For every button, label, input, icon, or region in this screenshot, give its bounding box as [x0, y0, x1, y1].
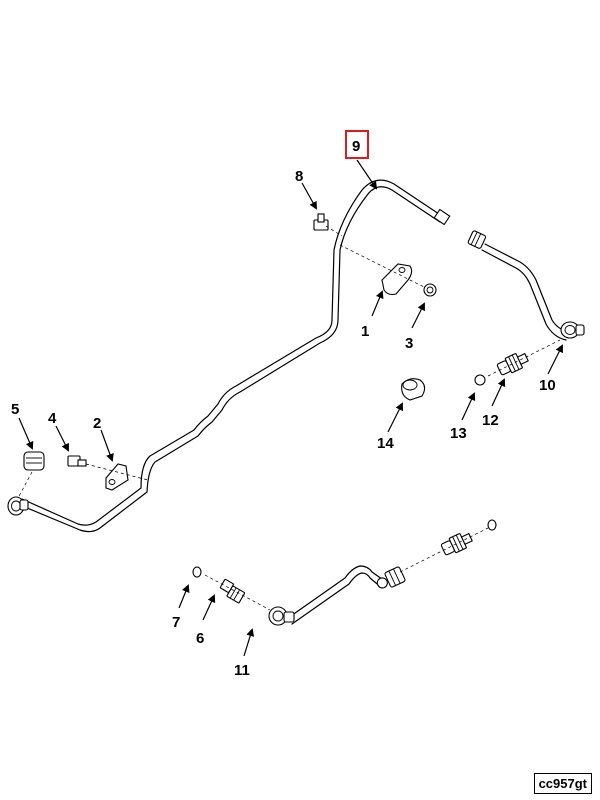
callout-3: 3 — [405, 335, 413, 352]
bolt-8 — [313, 213, 343, 237]
callout-10: 10 — [539, 377, 556, 394]
reference-code: cc957gt — [533, 773, 592, 794]
bolt-4 — [67, 455, 87, 467]
callout-12: 12 — [482, 412, 499, 429]
callout-4: 4 — [48, 410, 57, 427]
connector-6 — [219, 578, 246, 604]
callout-2: 2 — [93, 415, 101, 432]
leader-lines — [18, 159, 563, 657]
clamp-bracket-1 — [339, 244, 431, 296]
cap-14 — [401, 378, 426, 401]
clamp-bracket-2 — [105, 463, 129, 491]
upper-right-tube — [467, 230, 585, 341]
callout-5: 5 — [11, 401, 19, 418]
callout-7: 7 — [172, 614, 180, 631]
callout-11: 11 — [234, 662, 250, 679]
main-tube-elbow — [7, 496, 29, 516]
callout-8: 8 — [295, 168, 303, 185]
fitting-5 — [23, 451, 45, 471]
callout-13: 13 — [450, 425, 467, 442]
main-tube — [19, 179, 451, 533]
callout-9: 9 — [352, 138, 360, 155]
o-ring-13 — [474, 374, 486, 386]
connector-12 — [496, 352, 529, 376]
nut-3 — [423, 283, 437, 297]
callout-14: 14 — [377, 435, 394, 452]
callout-1: 1 — [361, 323, 369, 340]
lower-tube — [268, 565, 406, 626]
o-ring-lower-right — [487, 519, 497, 531]
highlight-box-9 — [345, 130, 369, 159]
connector-lower-right — [440, 532, 473, 556]
callout-6: 6 — [196, 630, 204, 647]
o-ring-7 — [192, 566, 202, 578]
